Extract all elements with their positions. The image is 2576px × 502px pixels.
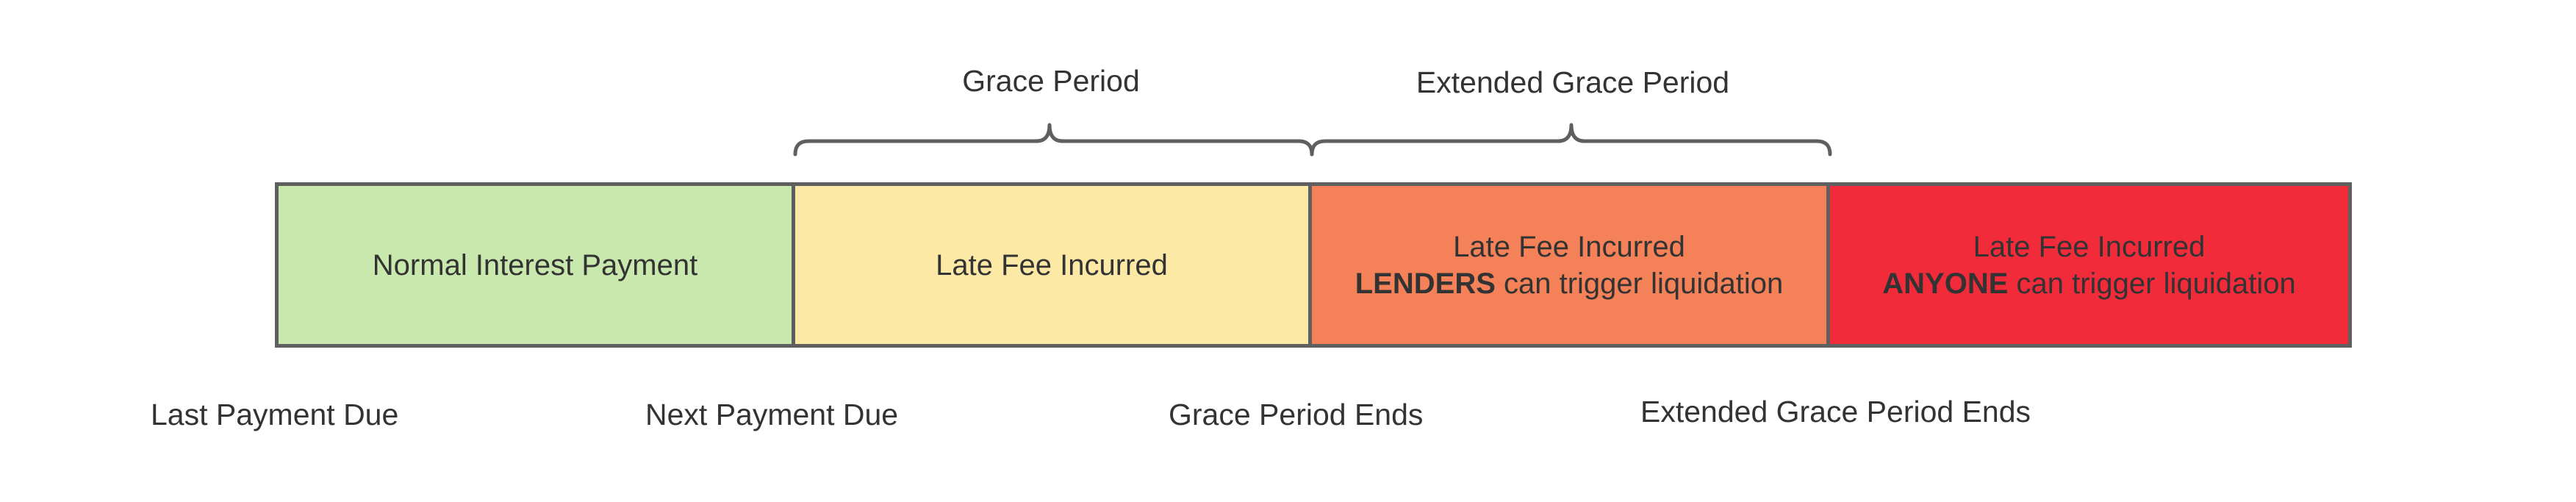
phase-lenders-line1: Late Fee Incurred xyxy=(1453,230,1685,263)
extended-grace-period-brace xyxy=(1310,123,1832,157)
extended-grace-period-label: Extended Grace Period xyxy=(1416,65,1730,99)
grace-period-ends-marker: Grace Period Ends xyxy=(1169,398,1424,431)
phase-normal-interest-payment: Normal Interest Payment xyxy=(275,182,795,348)
extended-grace-period-ends-marker: Extended Grace Period Ends xyxy=(1640,395,2031,429)
phase-normal-text: Normal Interest Payment xyxy=(372,248,698,282)
grace-period-brace xyxy=(793,123,1314,157)
next-payment-due-marker: Next Payment Due xyxy=(645,398,899,431)
phase-anyone-line1: Late Fee Incurred xyxy=(1973,230,2206,263)
phase-anyone-liquidation: Late Fee Incurred ANYONE can trigger liq… xyxy=(1830,182,2352,348)
last-payment-due-marker: Last Payment Due xyxy=(151,398,399,431)
lenders-rest-text: can trigger liquidation xyxy=(1495,267,1784,300)
anyone-rest-text: can trigger liquidation xyxy=(2008,267,2296,300)
phase-late-fee-text: Late Fee Incurred xyxy=(936,248,1168,282)
phase-lenders-liquidation: Late Fee Incurred LENDERS can trigger li… xyxy=(1312,182,1830,348)
grace-period-label: Grace Period xyxy=(962,64,1140,98)
anyone-emphasis: ANYONE xyxy=(1882,267,2009,300)
phase-late-fee: Late Fee Incurred xyxy=(795,182,1312,348)
lenders-emphasis: LENDERS xyxy=(1355,267,1496,300)
phase-lenders-line2: LENDERS can trigger liquidation xyxy=(1355,265,1784,302)
phase-anyone-line2: ANYONE can trigger liquidation xyxy=(1882,265,2296,302)
